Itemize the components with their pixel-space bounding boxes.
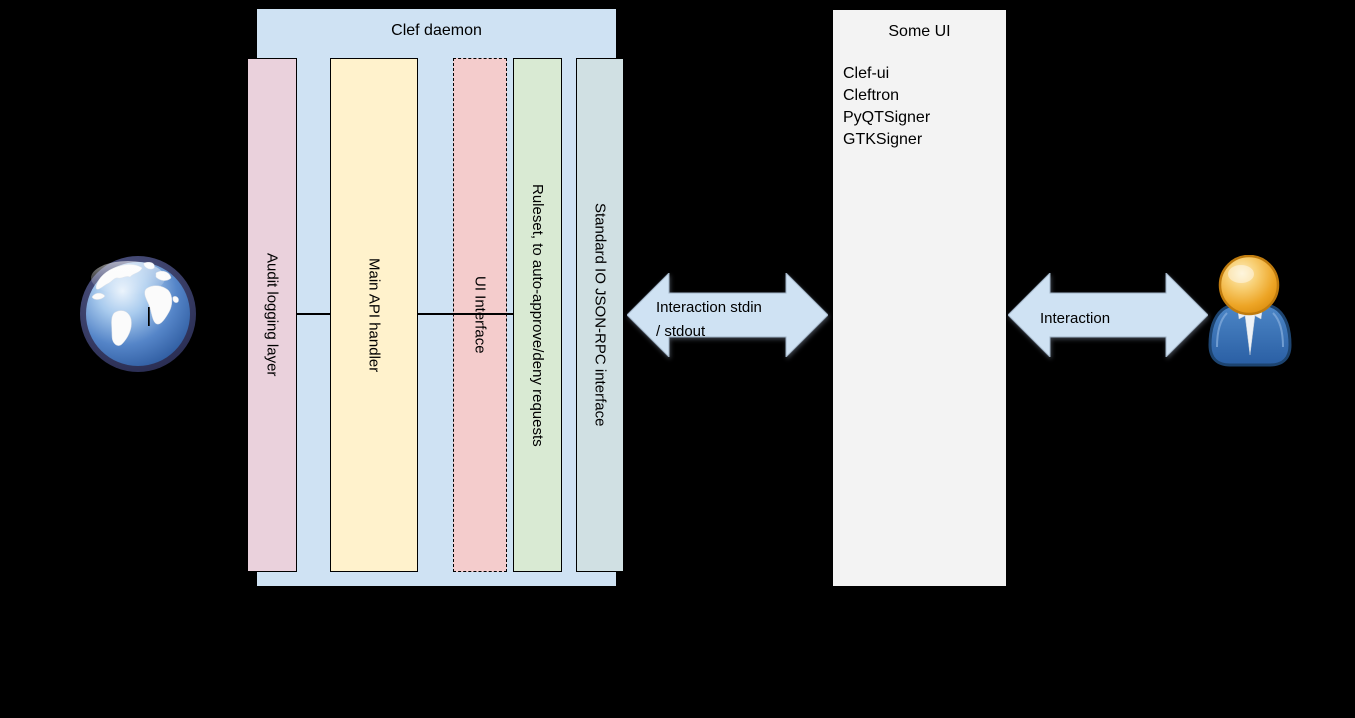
some-ui-title: Some UI bbox=[888, 23, 951, 40]
connector-audit-to-api bbox=[297, 313, 330, 315]
list-item: GTKSigner bbox=[843, 131, 923, 148]
some-ui-box: Some UI Clef-ui Cleftron PyQTSigner GTKS… bbox=[832, 9, 1007, 587]
left-arrow-label-line1: Interaction stdin bbox=[656, 299, 762, 316]
some-ui-list: Clef-ui Cleftron PyQTSigner GTKSigner bbox=[843, 63, 930, 151]
bar-stdio-label: Standard IO JSON-RPC interface bbox=[591, 203, 609, 427]
clef-daemon-box: Clef daemon bbox=[256, 8, 617, 587]
bar-ruleset-label: Ruleset, to auto-approve/deny requests bbox=[529, 183, 546, 447]
bar-audit-label: Audit logging layer bbox=[263, 253, 281, 377]
list-item: Cleftron bbox=[843, 87, 900, 104]
globe-internet-icon bbox=[80, 256, 196, 372]
left-arrow-label: Interaction stdin / stdout bbox=[656, 296, 762, 344]
clef-daemon-title: Clef daemon bbox=[391, 22, 482, 39]
bar-audit-logging-layer: Audit logging layer bbox=[247, 58, 297, 572]
double-arrow-shape bbox=[1008, 273, 1208, 357]
user-interaction-arrow bbox=[1008, 273, 1208, 357]
bar-api-label: Main API handler bbox=[365, 257, 383, 373]
connector-api-to-ruleset bbox=[418, 313, 513, 315]
left-arrow-label-line2: / stdout bbox=[656, 323, 706, 340]
user-person-icon bbox=[1208, 255, 1292, 367]
stdio-interaction-arrow bbox=[627, 273, 828, 357]
bar-stdio-jsonrpc: Standard IO JSON-RPC interface bbox=[576, 58, 624, 572]
bar-ui-interface: UI Interface bbox=[453, 58, 507, 572]
list-item: PyQTSigner bbox=[843, 109, 931, 126]
list-item: Clef-ui bbox=[843, 65, 890, 82]
bar-ruleset: Ruleset, to auto-approve/deny requests bbox=[513, 58, 562, 572]
bar-main-api-handler: Main API handler bbox=[330, 58, 418, 572]
right-arrow-label: Interaction bbox=[1040, 310, 1111, 327]
double-arrow-shape bbox=[627, 273, 828, 357]
